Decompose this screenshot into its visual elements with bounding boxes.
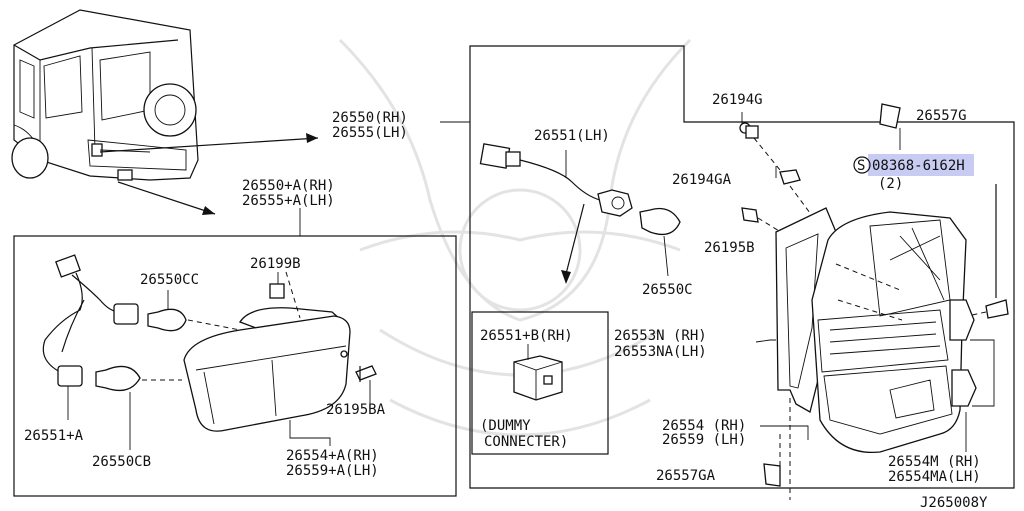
screw-26195ba: [355, 365, 377, 404]
highlight-bolt: [868, 154, 974, 176]
right-panel-labels: 26551(LH) 26550C 26194G 26194GA 26195B 2…: [534, 92, 981, 485]
callout-main: 26550(RH) 26555(LH): [332, 110, 408, 141]
label-lens-rh: 26554+A(RH): [286, 448, 379, 464]
label-aux-rh: 26550+A(RH): [242, 178, 335, 194]
label-bolt-qty: (2): [878, 176, 903, 192]
label-clip-ga: 26557GA: [656, 468, 716, 484]
harness-26551lh: [479, 143, 633, 284]
label-screw: 26195BA: [326, 402, 386, 418]
label-bulb-cc: 26550CC: [140, 272, 199, 288]
label-clip: 26199B: [250, 256, 301, 272]
right-panel-frame: [469, 45, 1015, 489]
label-clip-g: 26557G: [916, 108, 967, 124]
grommet-26194g: [739, 112, 781, 171]
vehicle-illustration: [11, 9, 199, 181]
label-gasket-rh: 26553N (RH): [614, 328, 707, 344]
label-harness: 26551(LH): [534, 128, 610, 144]
bulb-cb: [95, 365, 182, 450]
brackets-26554m: [949, 299, 995, 452]
label-dummy-caption-2: CONNECTER): [484, 434, 568, 450]
label-aux-lh: 26555+A(LH): [242, 193, 335, 209]
left-harness: [42, 254, 139, 420]
label-bulb: 26550C: [642, 282, 693, 298]
label-bolt-symbol: S: [857, 158, 865, 174]
label-bolt: 08368-6162H: [872, 158, 965, 174]
label-dummy-part: 26551+B(RH): [480, 328, 573, 344]
label-grommet-g: 26194G: [712, 92, 763, 108]
bolt-symbol: [853, 156, 871, 174]
lens-left-leader: [289, 420, 331, 446]
label-lens-m-lh: 26554MA(LH): [888, 469, 981, 485]
label-lens-m-rh: 26554M (RH): [888, 454, 981, 470]
vehicle-arrows: [99, 121, 470, 215]
left-lamp-assembly: [183, 271, 351, 432]
left-panel-frame: [13, 235, 457, 497]
dummy-connector: [513, 344, 563, 401]
label-lens-right-rh: 26554 (RH): [662, 418, 746, 434]
label-gasket-lh: 26553NA(LH): [614, 344, 707, 360]
label-main-lh: 26555(LH): [332, 125, 408, 141]
dummy-connector-box: [471, 311, 609, 455]
bulb-26550c: [639, 207, 681, 277]
label-socket: 26551+A: [24, 428, 84, 444]
left-panel-labels: 26550CC 26199B 26551+A 26550CB 26195BA 2…: [24, 256, 386, 479]
label-dummy-caption-1: (DUMMY: [480, 418, 531, 434]
clip-26199b: [269, 272, 285, 299]
dummy-labels: 26551+B(RH) (DUMMY CONNECTER): [480, 328, 573, 450]
label-screw-b: 26195B: [704, 240, 755, 256]
label-main-rh: 26550(RH): [332, 110, 408, 126]
callout-aux: 26550+A(RH) 26555+A(LH): [242, 178, 335, 236]
diagram-id: J265008Y: [920, 495, 988, 511]
label-bulb-cb: 26550CB: [92, 454, 151, 470]
label-grommet-ga: 26194GA: [672, 172, 732, 188]
label-lens-lh: 26559+A(LH): [286, 463, 379, 479]
bulb-cc: [147, 290, 241, 332]
label-lens-right-lh: 26559 (LH): [662, 432, 746, 448]
clip-26557ga: [763, 430, 781, 487]
clip-26557g: [879, 103, 901, 150]
